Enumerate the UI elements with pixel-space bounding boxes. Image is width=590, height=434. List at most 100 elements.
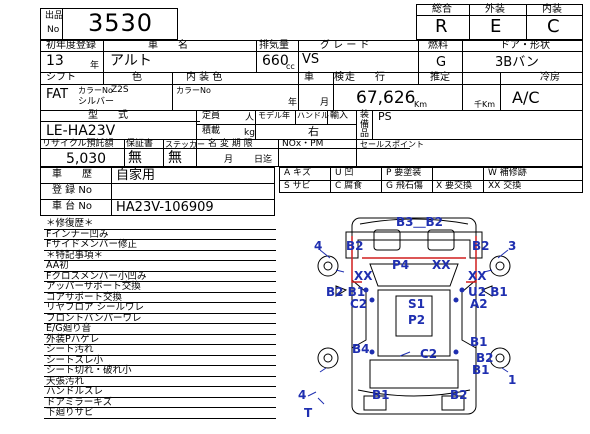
- mark-b2-rear-right: B2: [476, 351, 494, 365]
- mark-4-left: 4: [314, 239, 323, 253]
- door-right: [461, 279, 477, 349]
- note-text: 下廻りサビ: [46, 407, 94, 418]
- lot-number-box: [40, 8, 178, 40]
- doors-value: 3Bバン: [495, 55, 539, 70]
- handle-label: ハンドル: [297, 111, 329, 120]
- legend-item: S サビ: [284, 181, 311, 191]
- note-row: AA初: [44, 261, 276, 272]
- mark-b2-b1-left: B2 B1: [326, 285, 366, 299]
- chassis-no-label: 車 台 No: [52, 201, 92, 212]
- mark-p2: P2: [408, 313, 426, 327]
- lot-label-bottom: No: [47, 25, 60, 35]
- person-unit: 人: [245, 113, 255, 123]
- name-change-day-unit: 日迄: [254, 155, 273, 165]
- shift-value: FAT: [46, 87, 69, 102]
- wheel-rear-right: [489, 347, 511, 369]
- color-no-value: Z2S: [111, 85, 129, 95]
- doors-label: ドア・形状: [500, 40, 550, 51]
- roof: [377, 289, 451, 357]
- recycle-value: 5,030: [66, 151, 107, 167]
- mark-b4: B4: [352, 342, 370, 356]
- legend-item: A キズ: [284, 168, 312, 178]
- grade-value: VS: [302, 52, 320, 67]
- lot-label-top: 出品: [45, 11, 64, 21]
- sales-point-label: セールスポイント: [360, 140, 424, 149]
- taillight-right: [441, 395, 465, 411]
- note-row: 天張汚れ: [44, 376, 276, 387]
- mark-s1: S1: [408, 297, 425, 311]
- history-value: 自家用: [116, 168, 156, 183]
- shift-label: シフト: [46, 72, 76, 83]
- legend-item: G 飛石傷: [386, 181, 423, 191]
- fuel-value: G: [436, 55, 447, 70]
- fuel-label: 燃料: [428, 40, 448, 51]
- damage-frame-left: [351, 236, 362, 283]
- chassis-no-value: HA23V-106909: [116, 200, 214, 215]
- mark-c2-left: C2: [350, 297, 368, 311]
- cc-unit: cc: [286, 62, 295, 71]
- note-text: AA初: [46, 260, 69, 271]
- grade-exterior: E: [490, 16, 502, 37]
- recycle-label: リサイクル預託額: [42, 139, 114, 149]
- car-name-value: アルト: [110, 53, 152, 69]
- note-text: シートスレ小: [46, 354, 104, 366]
- warranty-value: 無: [128, 150, 142, 166]
- legend-item: C 腐食: [335, 181, 363, 191]
- mark-a2-right: A2: [470, 297, 488, 311]
- wheel-front-left: [317, 255, 339, 277]
- equipment-label-2: 備: [360, 120, 370, 130]
- color-no-label: カラーNo: [78, 86, 113, 95]
- mileage-label: 走 行: [345, 72, 385, 83]
- mark-1-right: 1: [508, 373, 517, 387]
- note-row: E/G廻り音: [44, 324, 276, 335]
- note-text: リヤフロア シールワレ: [46, 302, 145, 313]
- model-year-label: モデル年: [258, 111, 290, 120]
- mark-c2-bottom: C2: [420, 347, 438, 361]
- sticker-value: 無: [168, 150, 182, 166]
- mark-t-label: T: [304, 406, 313, 420]
- note-row: シート切れ・破れ小: [44, 366, 276, 377]
- front-bumper-line: [359, 218, 469, 225]
- wheel-rear-left: [317, 347, 339, 369]
- note-text: シート切れ・破れ小: [46, 365, 132, 376]
- note-text: アッパーサポート交換: [46, 281, 141, 292]
- legend-item: P 要塗装: [386, 168, 422, 178]
- damage-frame-right: [466, 236, 477, 283]
- grade-field-label: グ レ ー ド: [320, 40, 370, 51]
- note-text: フロントバンパーワレ: [46, 312, 142, 324]
- grade-overall: R: [435, 16, 448, 37]
- grade-interior-label: 内装: [542, 4, 562, 15]
- warranty-label: 保証書: [126, 139, 154, 149]
- name-change-label: 名 変 期 限: [208, 139, 253, 149]
- color-value: シルバー: [78, 97, 115, 107]
- interior-color-label: 内 装 色: [186, 72, 223, 83]
- note-text: 外装Pハゲレ: [46, 333, 100, 345]
- info-grid: [40, 40, 583, 167]
- equipment-value: PS: [378, 110, 392, 123]
- mark-b2-bottom-right: B2: [450, 388, 468, 402]
- note-row: ＊修復歴＊: [44, 219, 276, 230]
- interior-color-no-label: カラーNo: [176, 86, 211, 95]
- wheel-front-right: [489, 255, 511, 277]
- roof-panel: [395, 295, 433, 337]
- mark-p4: P4: [392, 258, 410, 272]
- mark-b2-left-fender: B2: [346, 239, 364, 253]
- history-box: [40, 167, 275, 216]
- grade-interior: C: [547, 16, 560, 37]
- note-row: ハンドルスレ: [44, 387, 276, 398]
- mark-b1-rear-right-low: B1: [472, 363, 490, 377]
- reg-no-label: 登 録 No: [52, 185, 92, 196]
- mark-xx-left: XX: [354, 269, 373, 283]
- kg-unit: kg: [244, 128, 255, 138]
- legend-item: X 要交換: [436, 181, 473, 191]
- note-text: コアサポート交換: [46, 291, 123, 303]
- displacement-value: 660: [262, 53, 289, 69]
- door-left: [351, 279, 367, 349]
- note-row: リヤフロア シールワレ: [44, 303, 276, 314]
- inspection-year-unit: 年: [288, 98, 298, 108]
- note-text: ＊特記事項＊: [46, 249, 104, 261]
- history-label: 車 歴: [52, 169, 92, 180]
- model-value: LE-HA23V: [46, 123, 116, 139]
